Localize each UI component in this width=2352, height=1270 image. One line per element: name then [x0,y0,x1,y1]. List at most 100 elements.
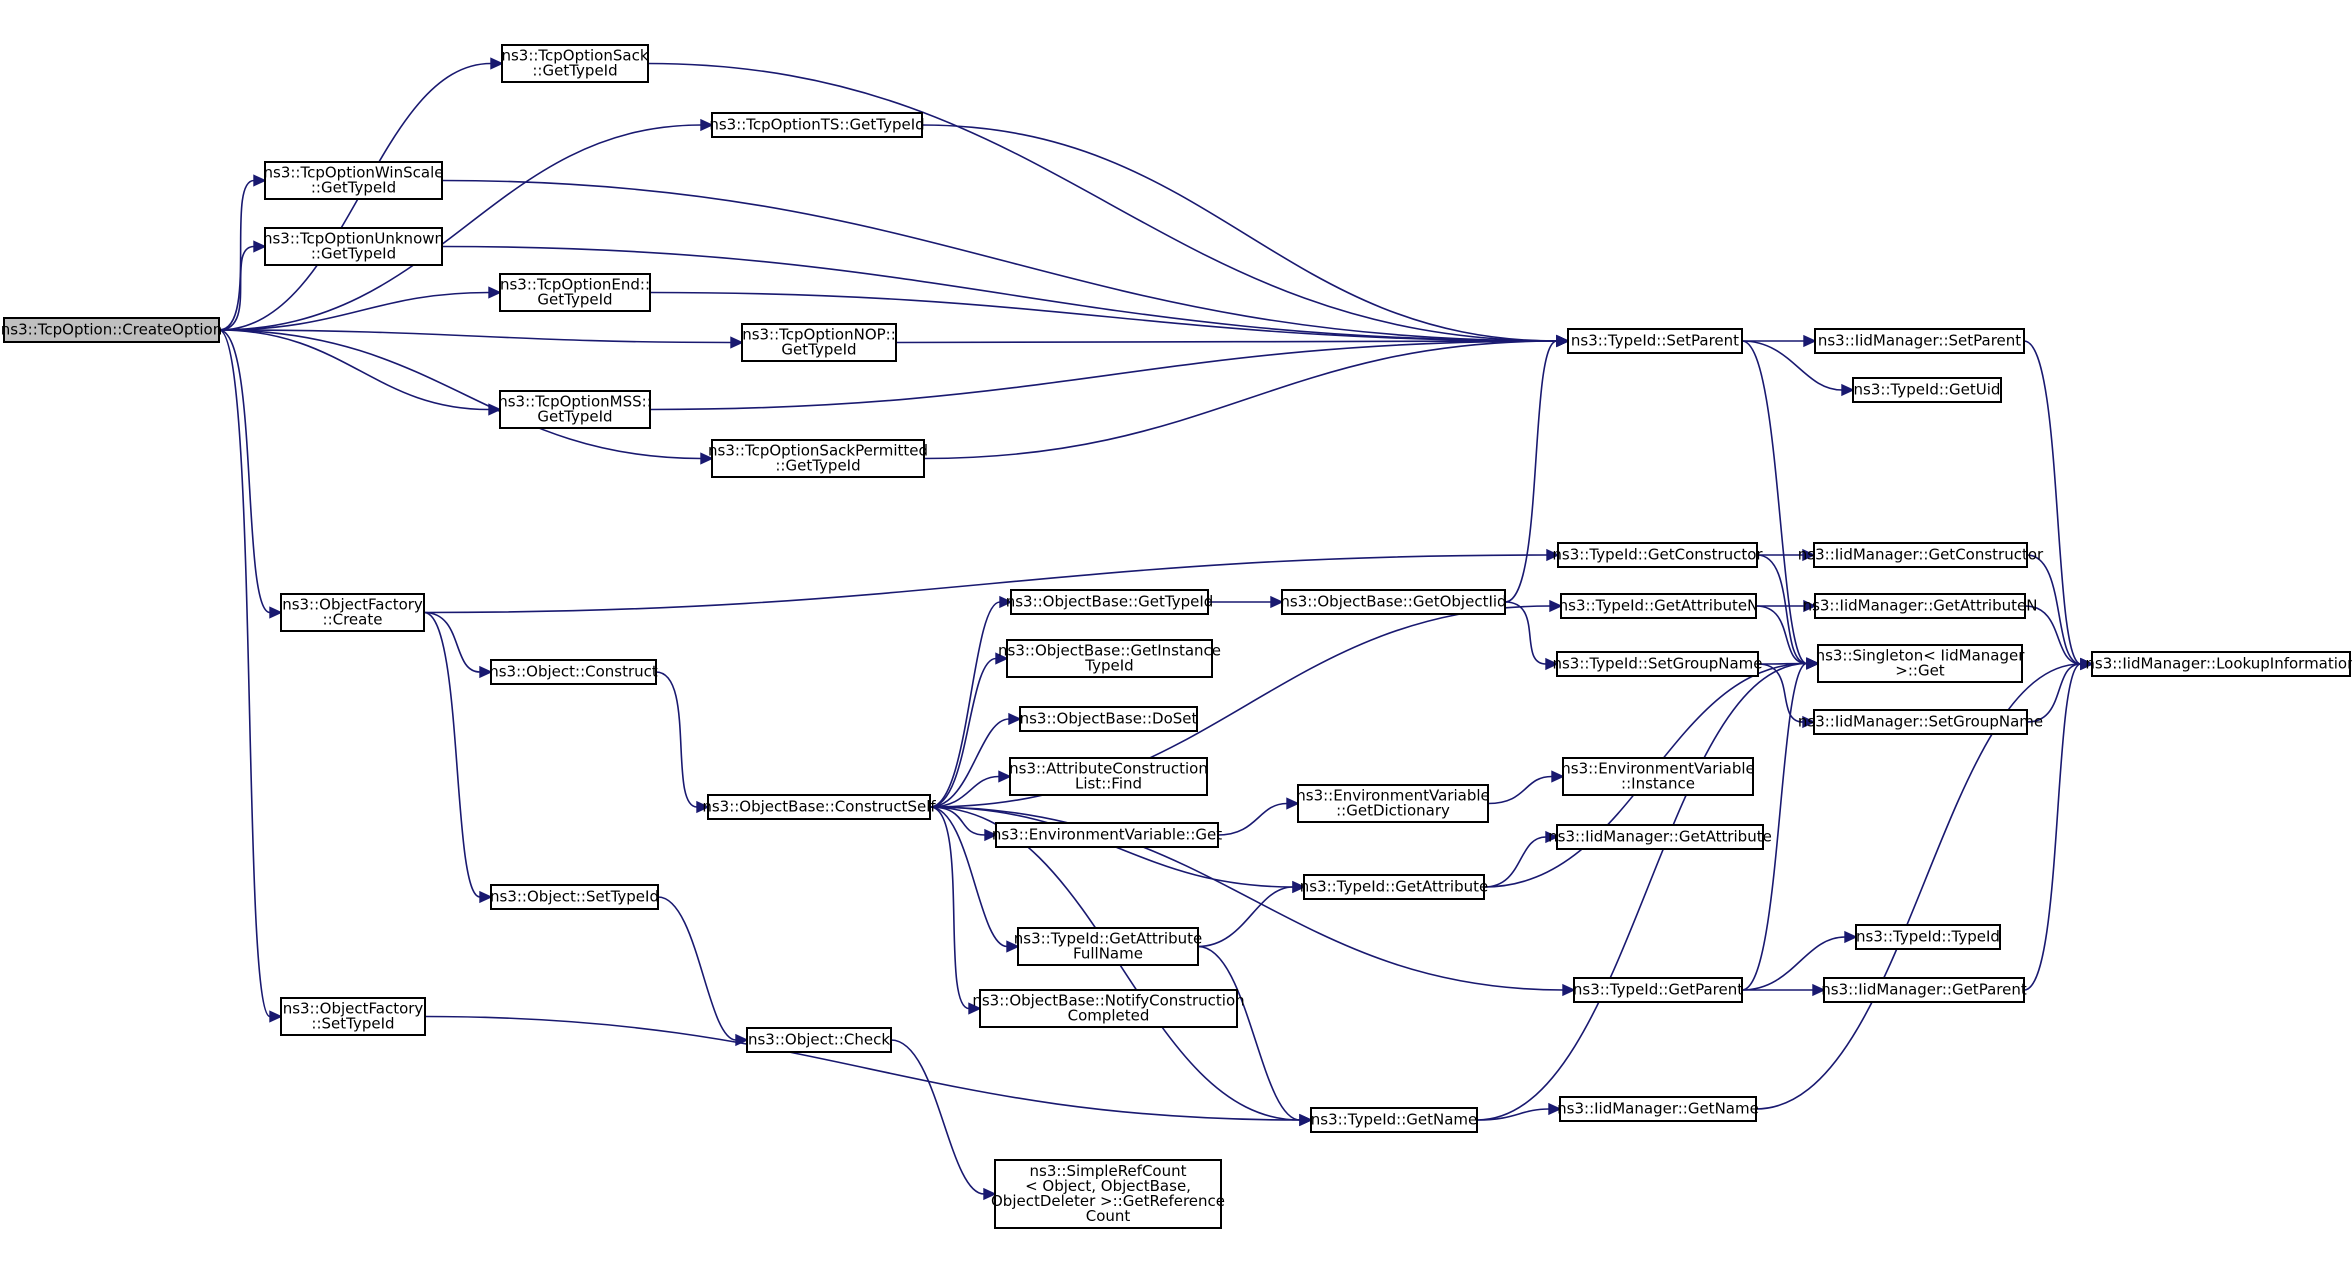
node-iidmgr_getparent[interactable]: ns3::IidManager::GetParent [1821,977,2027,1003]
node-box [1823,977,2025,1003]
edge-arrowhead [488,286,502,299]
node-box [490,884,659,910]
edge-iidmgr_getname-to-iidmgr_lookupinformation [1755,657,2094,1110]
node-label: ns3::TypeId::GetUid [1854,381,2001,399]
node-typeid_getparent[interactable]: ns3::TypeId::GetParent [1573,977,1743,1003]
node-iidmgr_getattributen[interactable]: ns3::IidManager::GetAttributeN [1803,593,2038,619]
node-objectbase_constructself[interactable]: ns3::ObjectBase::ConstructSelf [702,794,936,820]
node-object_settypeid[interactable]: ns3::Object::SetTypeId [490,884,659,910]
node-iidmgr_getconstructor[interactable]: ns3::IidManager::GetConstructor [1798,542,2044,568]
node-unknown_gettypeid[interactable]: ns3::TcpOptionUnknown::GetTypeId [263,227,444,266]
node-box [501,44,649,83]
node-label: ns3::ObjectBase::GetTypeId [1006,593,1214,611]
edge-arrowhead [999,595,1013,609]
node-label: ns3::TcpOptionMSS:: [498,393,652,411]
node-objectbase_gettypeid[interactable]: ns3::ObjectBase::GetTypeId [1006,589,1214,615]
node-typeid_getattribute[interactable]: ns3::TypeId::GetAttribute [1300,874,1488,900]
edges-layer [218,57,2094,1201]
node-envvar_instance[interactable]: ns3::EnvironmentVariable::Instance [1561,757,1755,796]
node-label: ns3::ObjectFactory [282,596,423,614]
node-box [264,227,443,266]
node-typeid_getconstructor[interactable]: ns3::TypeId::GetConstructor [1552,542,1763,568]
edge-arrowhead [700,452,714,465]
edge-arrowhead [1802,548,1816,562]
node-label: >::Get [1895,662,1945,680]
node-label: ns3::ObjectBase::ConstructSelf [702,798,936,816]
edge-typeid_setparent-to-iidmgr_setparent [1741,334,1817,348]
node-objfactory_settypeid[interactable]: ns3::ObjectFactory::SetTypeId [280,997,426,1036]
node-objectbase_notifyconstructioncompleted[interactable]: ns3::ObjectBase::NotifyConstructionCompl… [972,989,1245,1028]
node-objectbase_doset[interactable]: ns3::ObjectBase::DoSet [1019,706,1198,732]
node-typeid_typeid[interactable]: ns3::TypeId::TypeId [1855,924,2001,950]
node-typeid_getuid[interactable]: ns3::TypeId::GetUid [1852,377,2002,403]
edge-iidmgr_setparent-to-iidmgr_lookupinformation [2023,340,2094,671]
node-iidmgr_setparent[interactable]: ns3::IidManager::SetParent [1814,328,2025,354]
node-iidmgr_lookupinformation[interactable]: ns3::IidManager::LookupInformation [2085,651,2352,677]
node-typeid_setparent[interactable]: ns3::TypeId::SetParent [1567,328,1743,354]
node-winscale_gettypeid[interactable]: ns3::TcpOptionWinScale::GetTypeId [264,161,444,200]
edge-arrowhead [1008,712,1022,726]
node-label: ns3::ObjectBase::GetInstance [998,642,1221,660]
node-objectbase_getobjectiid[interactable]: ns3::ObjectBase::GetObjectIid [1280,589,1507,615]
node-iidmgr_getname[interactable]: ns3::IidManager::GetName [1557,1096,1759,1122]
node-object_check[interactable]: ns3::Object::Check [746,1027,892,1053]
edge-arrowhead [253,240,267,253]
node-box [994,1159,1222,1229]
node-typeid_getname[interactable]: ns3::TypeId::GetName [1310,1107,1478,1133]
edge-line [1741,340,1808,665]
node-typeid_setgroupname[interactable]: ns3::TypeId::SetGroupName [1552,651,1763,677]
node-box [1281,589,1506,615]
node-ts_gettypeid[interactable]: ns3::TcpOptionTS::GetTypeId [709,112,925,138]
edge-typeid_getattributen-to-iidmgr_getattributen [1756,599,1817,613]
node-label: ns3::IidManager::SetGroupName [1798,713,2043,731]
node-label: ns3::TypeId::TypeId [1856,928,2000,946]
edge-arrowhead [984,828,998,842]
node-box [1567,328,1743,354]
edge-arrowhead [1841,383,1855,397]
node-envvar_getdictionary[interactable]: ns3::EnvironmentVariable::GetDictionary [1296,784,1490,823]
node-object_construct[interactable]: ns3::Object::Construct [489,659,658,685]
edge-arrowhead [995,652,1009,665]
node-nop_gettypeid[interactable]: ns3::TcpOptionNOP::GetTypeId [741,323,897,362]
edge-line [890,1039,985,1195]
node-label: GetTypeId [781,341,856,359]
edge-arrowhead [1802,715,1816,729]
node-label: ns3::IidManager::GetConstructor [1798,546,2044,564]
node-simplerefcount_getreferencecount[interactable]: ns3::SimpleRefCount< Object, ObjectBase,… [991,1159,1225,1229]
node-singleton_get[interactable]: ns3::Singleton< IidManager>::Get [1816,644,2026,683]
edge-objectbase_constructself-to-objectbase_doset [929,712,1022,808]
node-iidmgr_getattribute[interactable]: ns3::IidManager::GetAttribute [1548,824,1772,850]
edge-line [2026,554,2082,665]
node-envvar_get[interactable]: ns3::EnvironmentVariable::Get [992,822,1222,848]
edge-objectbase_constructself-to-objectbase_gettypeid [929,595,1013,808]
edge-arrowhead [1549,599,1563,613]
edge-line [1741,662,1808,991]
edge-line [1757,663,1804,723]
node-box [741,323,897,362]
edge-sackperm_gettypeid-to-typeid_setparent [923,334,1570,460]
node-box [1813,542,2028,568]
node-objfactory_create[interactable]: ns3::ObjectFactory::Create [280,593,425,632]
edge-arrowhead [479,665,493,679]
node-iidmgr_setgroupname[interactable]: ns3::IidManager::SetGroupName [1798,709,2043,735]
edge-line [929,806,1564,991]
edge-line [218,329,732,344]
node-sack_gettypeid[interactable]: ns3::TcpOptionSack::GetTypeId [501,44,649,83]
edge-object_check-to-simplerefcount_getreferencecount [890,1039,997,1201]
node-mss_gettypeid[interactable]: ns3::TcpOptionMSS::GetTypeId [498,390,652,429]
node-typeid_getattributen[interactable]: ns3::TypeId::GetAttributeN [1559,593,1759,619]
node-box [1009,757,1208,796]
edge-line [1197,886,1294,948]
edge-typeid_getparent-to-typeid_typeid [1741,930,1858,991]
node-createoption[interactable]: ns3::TcpOption::CreateOption [1,317,222,343]
edge-typeid_getattributefullname-to-typeid_getattribute [1197,880,1306,948]
edge-line [1504,601,1547,665]
edge-createoption-to-unknown_gettypeid [218,240,267,331]
node-sackperm_gettypeid[interactable]: ns3::TcpOptionSackPermitted::GetTypeId [708,439,928,478]
node-end_gettypeid[interactable]: ns3::TcpOptionEnd::GetTypeId [499,273,651,312]
edge-line [1197,945,1301,1121]
edge-arrowhead [1546,548,1560,562]
